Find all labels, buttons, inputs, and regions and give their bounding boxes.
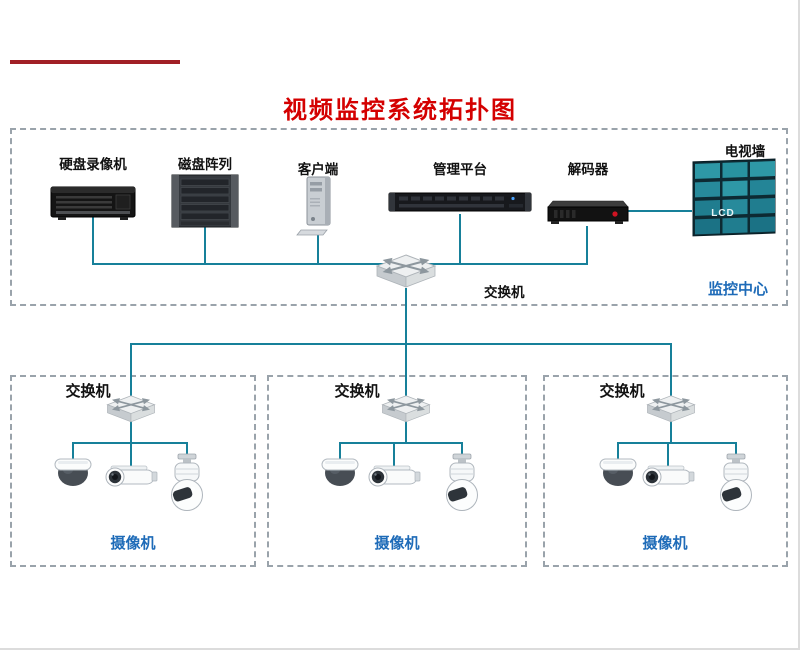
group2-cameras-label: 摄像机 [374,535,420,552]
dvr-label: 硬盘录像机 [59,157,127,172]
disk-array-icon [165,172,245,230]
connector-disk-array [204,225,206,265]
tv-wall-icon [690,156,778,240]
connector-bullet-2 [393,442,395,468]
bus-line [92,263,588,265]
group2-ptz-camera-icon [441,452,483,514]
tv-wall-screen-text: LCD [711,208,735,219]
client-icon [293,174,343,238]
group1-cameras-label: 摄像机 [110,535,156,552]
core-switch-icon [374,252,438,298]
connector-switch1-down [130,420,132,444]
disk-array-label: 磁盘阵列 [178,157,232,172]
connector-ptz-2 [461,442,463,456]
group3-switch-label: 交换机 [599,383,645,400]
connector-dome-2 [339,442,341,462]
camera-group-2-box [267,375,527,567]
connector-ptz-3 [735,442,737,456]
connector-decoder-tvwall [628,210,692,212]
group3-cameras-label: 摄像机 [642,535,688,552]
group2-bullet-camera-icon [365,460,423,492]
camera-group-3-box [543,375,788,567]
connector-branch-2 [405,343,407,400]
connector-ptz-1 [186,442,188,456]
top-accent-bar [10,60,180,64]
group3-switch-icon [645,393,697,431]
connector-dvr [92,215,94,265]
connector-switch3-down [670,420,672,444]
connector-bullet-1 [130,442,132,468]
management-platform-icon [385,186,535,218]
connector-core-switch-down [405,288,407,345]
client-label: 客户端 [297,162,339,177]
decoder-icon [545,194,630,228]
group1-ptz-camera-icon [166,452,208,514]
group1-dome-camera-icon [50,456,96,494]
camera-group-1-box [10,375,256,567]
branch-line [130,343,672,345]
group2-switch-icon [380,393,432,431]
tv-wall-label: 电视墙 [724,144,766,159]
monitoring-center-box [10,128,788,306]
group3-ptz-camera-icon [715,452,757,514]
camera-bus-3 [617,442,737,444]
group2-dome-camera-icon [317,456,363,494]
connector-branch-3 [670,343,672,400]
group1-switch-icon [105,393,157,431]
connector-branch-1 [130,343,132,400]
connector-bullet-3 [667,442,669,468]
camera-bus-2 [339,442,463,444]
monitoring-center-label: 监控中心 [707,281,769,298]
group1-bullet-camera-icon [102,460,160,492]
group1-switch-label: 交换机 [65,383,111,400]
group3-dome-camera-icon [595,456,641,494]
connector-management-platform [459,214,461,265]
management-platform-label: 管理平台 [433,162,487,177]
connector-decoder [586,226,588,265]
connector-client [317,232,319,265]
page-title: 视频监控系统拓扑图 [283,98,517,124]
connector-dome-3 [617,442,619,462]
group3-bullet-camera-icon [639,460,697,492]
core-switch-label: 交换机 [484,285,525,300]
connector-dome-1 [72,442,74,462]
group2-switch-label: 交换机 [334,383,380,400]
dvr-icon [48,178,138,224]
decoder-label: 解码器 [567,162,609,177]
connector-switch2-down [405,420,407,444]
